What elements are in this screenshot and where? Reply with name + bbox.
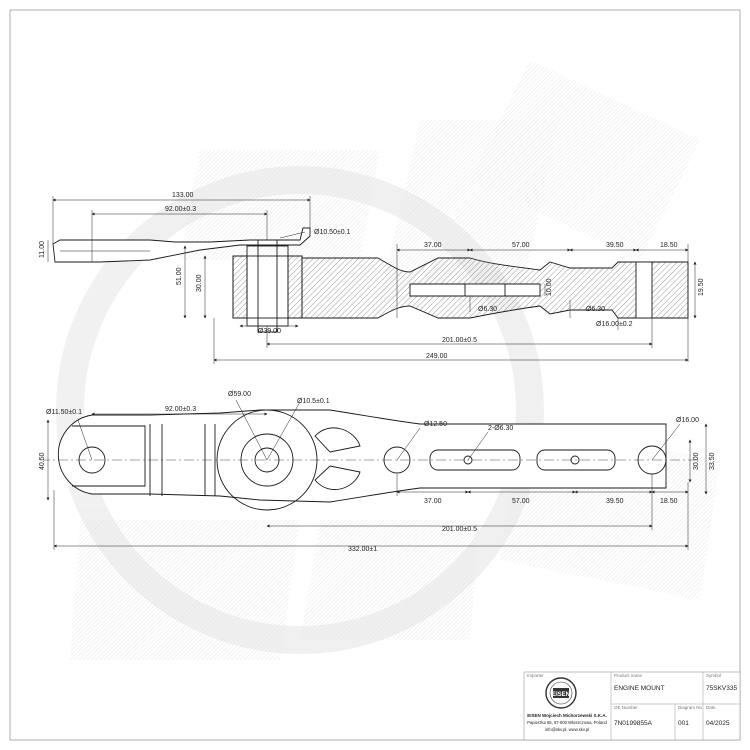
title-block: Importer EISEN EISEN Wojciech Michorzews…: [523, 671, 741, 741]
tdim-92: 92.00±0.3: [165, 406, 196, 413]
dim-30: 30.00: [196, 274, 203, 292]
product-name-label: Product name: [614, 673, 643, 678]
symbol-label: Symbol: [706, 673, 721, 678]
logo-text: EISEN: [552, 692, 570, 698]
sheet-frame: [9, 9, 741, 741]
oe-number-label: OE Number: [614, 705, 638, 710]
importer-label: Importer: [527, 673, 544, 678]
watermark-logo: [56, 60, 720, 660]
dim-10: 10.00: [546, 278, 553, 296]
tdim-332: 332.00±1: [348, 546, 377, 553]
tdim-39-5: 39.50: [606, 498, 624, 505]
tdim-37: 37.00: [424, 498, 442, 505]
company-name: EISEN Wojciech Michorzewski S.K.A.: [527, 713, 606, 718]
oe-number: 7N0199855A: [614, 720, 653, 727]
tdim-2x6-3: 2-Ø6.30: [488, 425, 513, 432]
tdim-40-5: 40.50: [39, 452, 46, 470]
dim-6-3a: Ø6.30: [478, 306, 497, 313]
diagram-no: 001: [678, 720, 689, 727]
top-view-labels: Ø11.50±0.1 92.00±0.3 Ø59.00 Ø10.5±0.1 Ø1…: [39, 391, 716, 553]
company-contact: info@skv.pl, www.skv.pl: [545, 727, 589, 732]
top-view: [40, 409, 700, 511]
dim-bore: Ø10.50±0.1: [314, 229, 351, 236]
tdim-18-5: 18.50: [660, 498, 678, 505]
top-view-dimensions: [46, 399, 708, 550]
dim-37: 37.00: [424, 242, 442, 249]
dim-57: 57.00: [512, 242, 530, 249]
tdim-33-5: 33.50: [709, 452, 716, 470]
dim-249: 249.00: [426, 353, 448, 360]
tdim-16: Ø16.00: [676, 417, 699, 424]
tdim-59: Ø59.00: [228, 391, 251, 398]
diagram-no-label: Diagram No: [678, 705, 703, 710]
dim-133: 133.00: [172, 192, 194, 199]
dim-18-5: 18.50: [660, 242, 678, 249]
company-logo: EISEN: [545, 677, 577, 709]
tdim-10-5: Ø10.5±0.1: [297, 398, 330, 405]
tdim-30: 30.00: [693, 452, 700, 470]
dim-6-3b: Ø6.30: [586, 306, 605, 313]
dim-201: 201.00±0.5: [442, 337, 477, 344]
side-view: [52, 227, 689, 333]
tdim-11-5: Ø11.50±0.1: [46, 409, 82, 416]
side-view-dimensions: [47, 196, 697, 364]
dim-16: Ø16.00±0.2: [596, 321, 633, 328]
date-value: 04/2025: [706, 720, 730, 727]
product-name: ENGINE MOUNT: [614, 685, 665, 692]
dim-39-5: 39.50: [606, 242, 624, 249]
dim-11: 11.00: [39, 241, 46, 258]
tdim-201: 201.00±0.5: [442, 526, 477, 533]
tdim-12-5: Ø12.50: [424, 421, 447, 428]
company-address: Papierzka 65, 97-600 Włoszczowa, Poland: [527, 720, 607, 725]
symbol-value: 75SKV335: [706, 685, 737, 692]
tdim-57: 57.00: [512, 498, 530, 505]
dim-51: 51.00: [176, 267, 183, 285]
dim-92: 92.00±0.3: [165, 206, 196, 213]
dim-19-5: 19.50: [698, 278, 705, 296]
side-view-labels: 133.00 92.00±0.3 11.00 51.00 30.00 Ø10.5…: [39, 192, 705, 360]
dim-39: Ø39.00: [258, 328, 281, 335]
date-label: Date: [706, 705, 716, 710]
